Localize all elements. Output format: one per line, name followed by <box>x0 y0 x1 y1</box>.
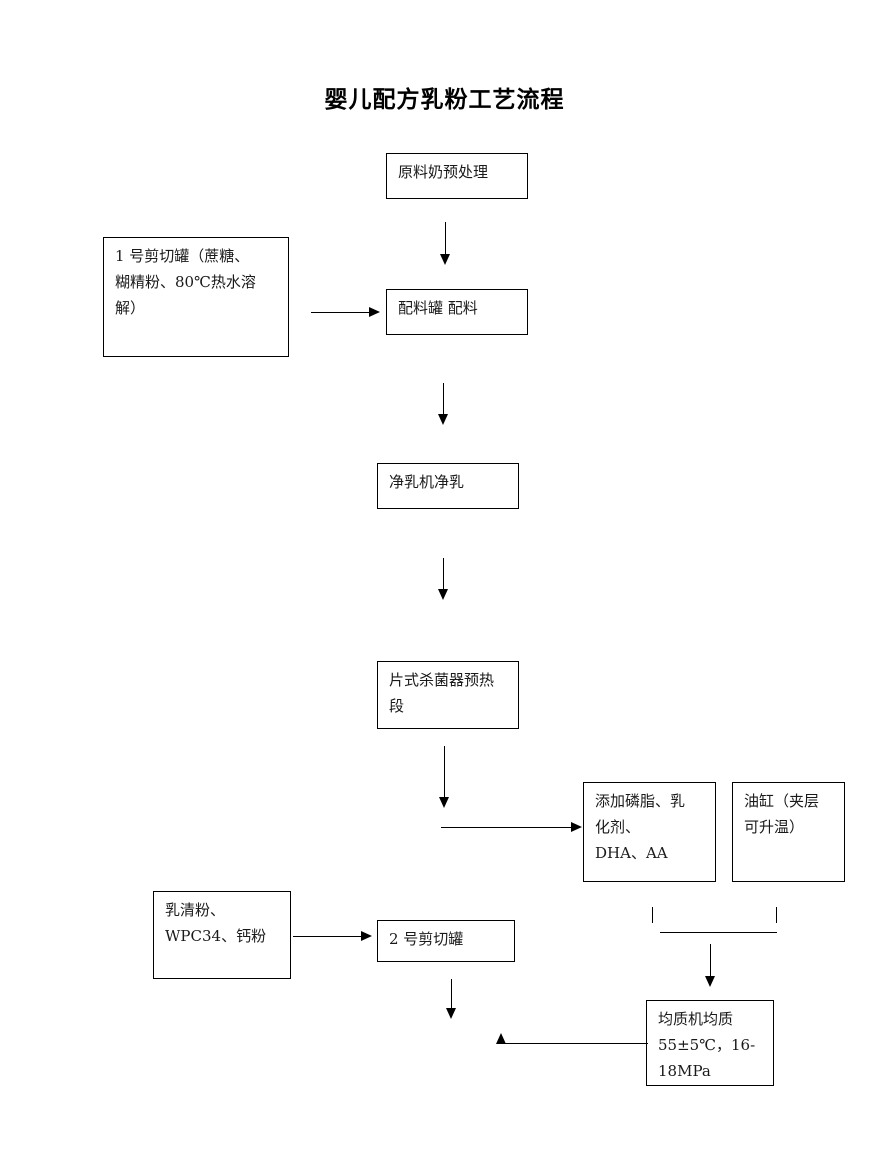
node-shear-tank-2: 2 号剪切罐 <box>377 920 515 962</box>
connector-sterilizer-down-line <box>444 746 445 798</box>
connector-shear2-down-line <box>451 979 452 1010</box>
node-raw-milk-pretreatment: 原料奶预处理 <box>386 153 528 199</box>
merge-tick-left <box>652 907 653 923</box>
connector-raw-to-batching-line <box>445 222 446 256</box>
merge-to-homogenizer-arrowhead <box>705 976 715 987</box>
node-whey-powder: 乳清粉、 WPC34、钙粉 <box>153 891 291 979</box>
page-title: 婴儿配方乳粉工艺流程 <box>324 87 565 113</box>
node-homogenizer: 均质机均质 55±5℃，16- 18MPa <box>646 1000 774 1086</box>
node-shear-tank-1: 1 号剪切罐（蔗糖、 糊精粉、80℃热水溶 解） <box>103 237 289 357</box>
connector-sterilizer-down-arrowhead <box>439 797 449 808</box>
connector-whey-to-shear2-line <box>293 936 363 937</box>
connector-shear1-to-batching-line <box>311 312 371 313</box>
node-add-phospholipid: 添加磷脂、乳 化剂、 DHA、AA <box>583 782 716 882</box>
connector-to-phospholipid-arrowhead <box>571 822 582 832</box>
node-batching-tank: 配料罐 配料 <box>386 289 528 335</box>
connector-batching-to-clarifier-line <box>443 383 444 416</box>
connector-clarifier-to-sterilizer-arrowhead <box>438 589 448 600</box>
merge-to-homogenizer-line <box>710 944 711 978</box>
merge-tick-right <box>776 907 777 923</box>
merge-horizontal-line <box>660 932 777 933</box>
node-plate-sterilizer-preheat: 片式杀菌器预热 段 <box>377 661 519 729</box>
connector-clarifier-to-sterilizer-line <box>443 558 444 591</box>
connector-raw-to-batching-arrowhead <box>440 254 450 265</box>
connector-whey-to-shear2-arrowhead <box>361 931 372 941</box>
connector-shear1-to-batching-arrowhead <box>369 307 380 317</box>
node-milk-clarifier: 净乳机净乳 <box>377 463 519 509</box>
connector-to-phospholipid-line <box>441 827 572 828</box>
connector-shear2-down-arrowhead <box>446 1008 456 1019</box>
connector-homogenizer-left-arrowhead <box>496 1033 506 1044</box>
connector-homogenizer-left-line <box>503 1043 648 1044</box>
node-oil-tank: 油缸（夹层 可升温） <box>732 782 845 882</box>
connector-batching-to-clarifier-arrowhead <box>438 414 448 425</box>
